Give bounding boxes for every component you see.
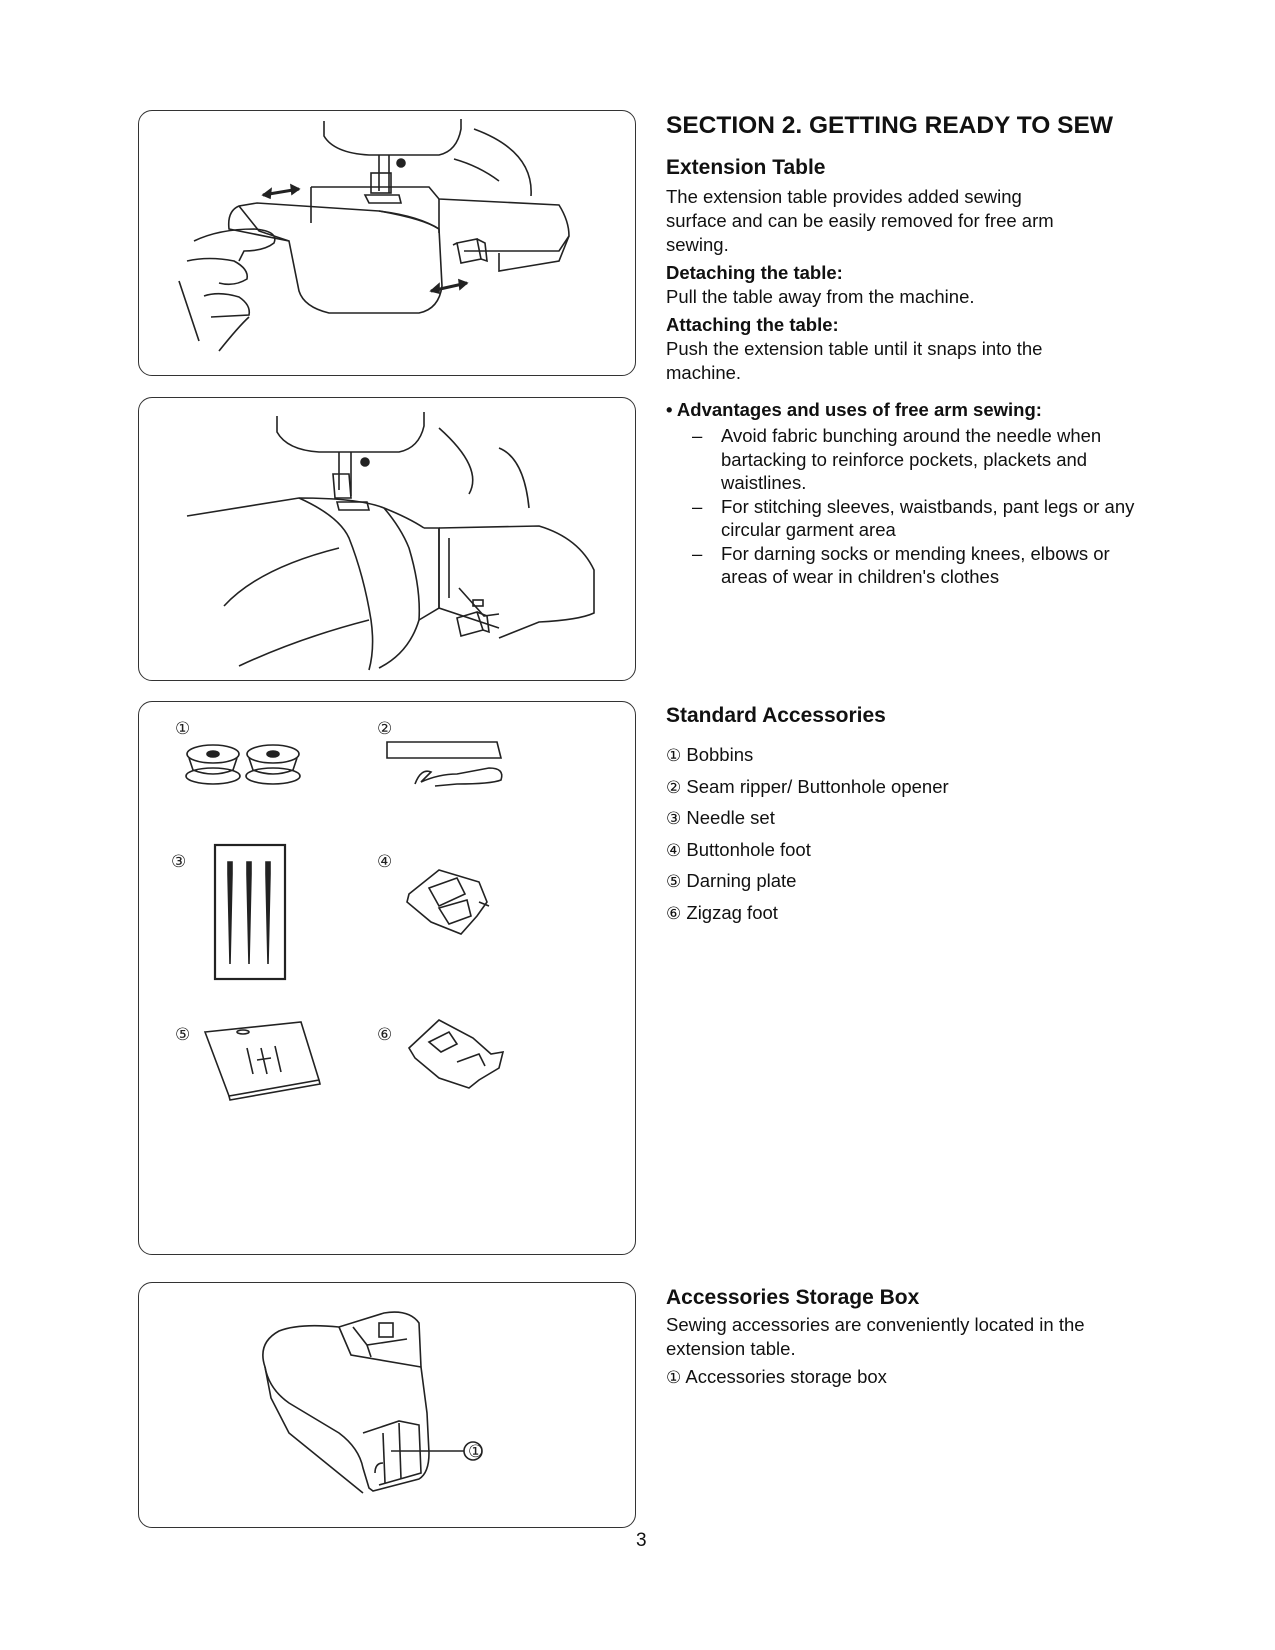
accessory-callout-4: ④ <box>377 852 392 872</box>
free-arm-list: –Avoid fabric bunching around the needle… <box>666 424 1146 589</box>
storage-box-callout: ① <box>468 1442 483 1462</box>
free-arm-heading: • Advantages and uses of free arm sewing… <box>666 399 1042 420</box>
item-number: ④ <box>666 840 682 861</box>
accessories-list: ① Bobbins ② Seam ripper/ Buttonhole open… <box>666 740 1146 929</box>
storage-box-text: Sewing accessories are conveniently loca… <box>666 1314 1085 1359</box>
storage-box-item: ① Accessories storage box <box>666 1365 1146 1390</box>
illustration-standard-accessories: ① ② ③ ④ ⑤ ⑥ <box>138 701 636 1255</box>
detach-text: Pull the table away from the machine. <box>666 286 975 307</box>
extension-table-heading: Extension Table <box>666 156 826 179</box>
list-item: ④ Buttonhole foot <box>666 835 1146 867</box>
list-item: –For darning socks or mending knees, elb… <box>666 542 1146 589</box>
item-number: ⑤ <box>666 872 682 892</box>
accessory-callout-1: ① <box>175 719 190 739</box>
list-item-text: Avoid fabric bunching around the needle … <box>721 425 1102 493</box>
illustration-extension-table <box>138 110 636 376</box>
accessory-callout-2: ② <box>377 719 392 739</box>
attach-heading: Attaching the table: <box>666 314 839 335</box>
list-item-text: For stitching sleeves, waistbands, pant … <box>721 495 1135 541</box>
item-label: Darning plate <box>686 870 797 891</box>
storage-box-section: Accessories Storage Box Sewing accessori… <box>666 1286 1146 1390</box>
item-label: Bobbins <box>686 744 754 765</box>
extension-table-section: Extension Table The extension table prov… <box>666 156 1146 385</box>
standard-accessories-heading: Standard Accessories <box>666 704 886 727</box>
accessory-callout-5: ⑤ <box>175 1025 190 1045</box>
section-title: SECTION 2. GETTING READY TO SEW <box>666 112 1113 139</box>
list-item: –Avoid fabric bunching around the needle… <box>666 424 1146 495</box>
accessory-callout-6: ⑥ <box>377 1025 392 1045</box>
attach-text: Push the extension table until it snaps … <box>666 338 1043 383</box>
list-item: ① Bobbins <box>666 740 1146 772</box>
accessory-callout-3: ③ <box>171 852 186 872</box>
page-number: 3 <box>636 1530 647 1551</box>
dash-mark: – <box>692 495 703 517</box>
standard-accessories-section: Standard Accessories ① Bobbins ② Seam ri… <box>666 704 1146 929</box>
free-arm-section: • Advantages and uses of free arm sewing… <box>666 398 1146 589</box>
illustration-free-arm-sewing <box>138 397 636 681</box>
list-item-text: For darning socks or mending knees, elbo… <box>721 542 1110 588</box>
item-label: Zigzag foot <box>686 901 778 923</box>
detach-heading: Detaching the table: <box>666 262 843 283</box>
item-label: Needle set <box>686 807 775 828</box>
storage-box-heading: Accessories Storage Box <box>666 1286 920 1309</box>
list-item: ⑤ Darning plate <box>666 866 1146 898</box>
list-item: –For stitching sleeves, waistbands, pant… <box>666 495 1146 542</box>
extension-table-intro: The extension table provides added sewin… <box>666 186 1054 255</box>
item-label: Accessories storage box <box>685 1366 887 1387</box>
item-label: Seam ripper/ Buttonhole opener <box>686 775 949 797</box>
item-number: ① <box>666 1368 682 1388</box>
list-item: ② Seam ripper/ Buttonhole opener <box>666 772 1146 804</box>
dash-mark: – <box>692 542 703 564</box>
list-item: ⑥ Zigzag foot <box>666 898 1146 930</box>
item-number: ③ <box>666 809 682 829</box>
item-number: ⑥ <box>666 903 682 924</box>
dash-mark: – <box>692 425 703 446</box>
illustration-storage-box: ① <box>138 1282 636 1528</box>
item-label: Buttonhole foot <box>686 838 811 860</box>
item-number: ① <box>666 746 682 766</box>
list-item: ③ Needle set <box>666 803 1146 835</box>
item-number: ② <box>666 777 682 798</box>
